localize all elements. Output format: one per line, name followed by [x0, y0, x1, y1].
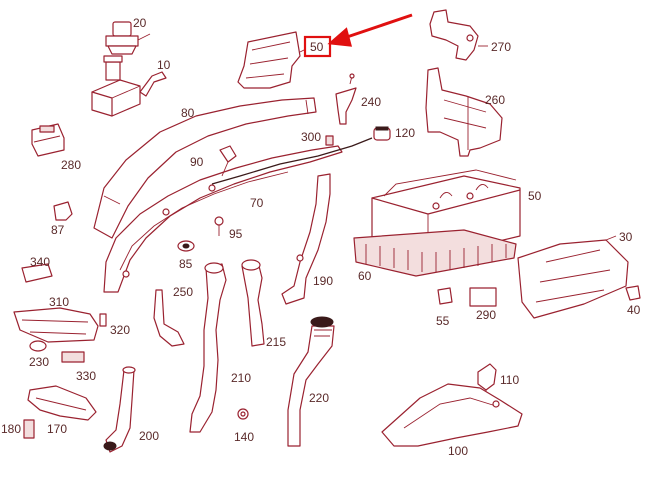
label-180: 180	[1, 422, 21, 436]
part-310	[13, 307, 99, 343]
label-90: 90	[190, 155, 204, 169]
label-280: 280	[61, 158, 81, 172]
label-30: 30	[619, 230, 633, 244]
part-340	[21, 263, 53, 283]
part-320	[99, 313, 107, 327]
part-190	[281, 173, 331, 305]
part-100	[381, 383, 523, 447]
label-55: 55	[436, 314, 450, 328]
label-190: 190	[313, 274, 333, 288]
part-215	[241, 259, 265, 347]
label-340: 340	[30, 255, 50, 269]
part-120	[373, 126, 391, 141]
part-290	[469, 287, 497, 307]
part-200	[103, 366, 136, 453]
label-330: 330	[76, 369, 96, 383]
part-87	[53, 201, 73, 221]
label-230: 230	[29, 355, 49, 369]
label-290: 290	[476, 308, 496, 322]
part-300	[325, 135, 334, 146]
label-120: 120	[395, 126, 415, 140]
label-20: 20	[133, 16, 147, 30]
label-250: 250	[173, 285, 193, 299]
part-55	[437, 287, 453, 305]
label-110: 110	[500, 373, 519, 387]
part-80	[93, 97, 317, 239]
label-10: 10	[157, 58, 171, 72]
label-60: 60	[358, 269, 372, 283]
part-30	[517, 235, 629, 319]
part-70	[103, 137, 373, 293]
part-95	[214, 216, 224, 236]
highlight-label-50: 50	[303, 35, 332, 58]
label-300: 300	[301, 130, 321, 144]
part-240	[335, 73, 357, 125]
label-200: 200	[139, 429, 159, 443]
part-270	[429, 9, 488, 61]
part-40	[625, 285, 641, 301]
part-180	[23, 419, 35, 439]
part-10	[91, 55, 167, 117]
label-85: 85	[179, 257, 193, 271]
label-310: 310	[49, 295, 69, 309]
part-260	[425, 67, 503, 157]
part-60	[353, 229, 517, 277]
part-230	[29, 340, 47, 352]
label-215: 215	[266, 335, 286, 349]
part-250	[153, 289, 185, 347]
part-280	[31, 123, 65, 157]
label-80: 80	[181, 106, 195, 120]
part-20	[105, 21, 151, 55]
highlight-arrow	[327, 13, 413, 47]
part-85	[177, 240, 195, 252]
part-90	[219, 145, 237, 177]
label-270: 270	[491, 40, 511, 54]
part-220	[287, 316, 335, 447]
label-40: 40	[627, 303, 641, 317]
label-320: 320	[110, 323, 130, 337]
label-210: 210	[231, 371, 251, 385]
part-50-intake-duct	[237, 31, 309, 89]
part-330	[61, 351, 85, 363]
label-70: 70	[250, 196, 264, 210]
label-220: 220	[309, 391, 329, 405]
part-170	[27, 385, 97, 421]
label-95: 95	[229, 227, 243, 241]
label-50-highlighted: 50	[310, 40, 324, 54]
label-50-filter: 50	[528, 189, 542, 203]
part-140	[237, 408, 249, 420]
label-170: 170	[47, 422, 67, 436]
label-140: 140	[234, 430, 254, 444]
part-210	[189, 262, 227, 433]
label-87: 87	[51, 223, 65, 237]
label-240: 240	[361, 95, 381, 109]
label-100: 100	[448, 444, 468, 458]
label-260: 260	[485, 93, 505, 107]
